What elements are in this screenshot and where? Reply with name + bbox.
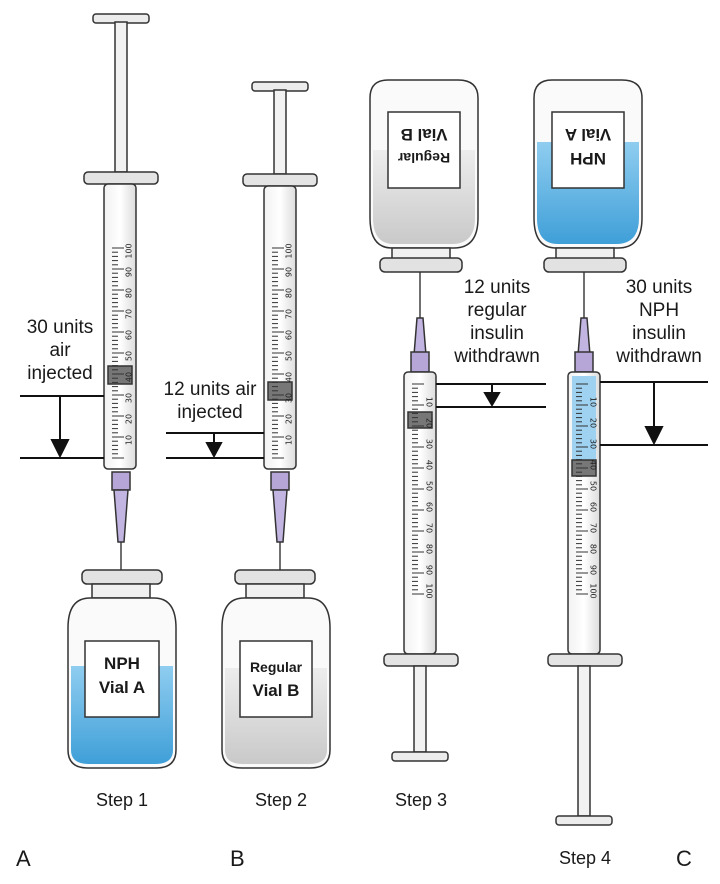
step2-syringe-scale-label-100: 100 bbox=[285, 243, 294, 258]
step2-annotation-line1: 12 units air bbox=[163, 379, 257, 400]
step2-vial-label-line2: Vial B bbox=[252, 681, 300, 700]
panel-label-c: C bbox=[676, 846, 692, 871]
step3-vial-label-line2: Vial B bbox=[400, 125, 448, 144]
step2-vial-label: Regular Vial B bbox=[240, 655, 312, 703]
step2-bracket bbox=[166, 432, 264, 459]
step2-syringe-scale-label-80: 80 bbox=[285, 288, 294, 298]
step3-syringe-scale-label-80: 80 bbox=[425, 544, 434, 554]
step1-syringe-scale: 10 20 30 40 50 60 70 80 90 100 bbox=[112, 243, 134, 459]
step2-syringe-scale-label-10: 10 bbox=[285, 435, 294, 445]
step4-syringe-scale: 10 20 30 40 50 60 70 80 90 100 bbox=[576, 383, 598, 599]
step1-annotation-line2: air bbox=[49, 340, 71, 361]
step3-syringe-scale: 10 20 30 40 50 60 70 80 90 100 bbox=[412, 383, 434, 599]
step3-bracket bbox=[436, 383, 546, 408]
step3-vial-label-line1: Regular bbox=[397, 150, 451, 166]
step4-annotation-line4: withdrawn bbox=[616, 346, 702, 367]
step4-vial-label: NPH Vial A bbox=[552, 122, 624, 170]
step3-vial bbox=[369, 79, 479, 273]
step4-annotation-line2: NPH bbox=[638, 300, 680, 321]
step3-syringe-scale-label-50: 50 bbox=[425, 481, 434, 491]
step3-annotation-line4: withdrawn bbox=[454, 346, 540, 367]
step4-bracket bbox=[600, 381, 708, 446]
step1-syringe-scale-label-80: 80 bbox=[125, 288, 134, 298]
step2-syringe-scale: 10 20 30 40 50 60 70 80 90 100 bbox=[272, 243, 294, 459]
step2-vial bbox=[221, 569, 331, 769]
step2-annotation-line2: injected bbox=[177, 402, 243, 423]
step3-annotation-line1: 12 units bbox=[463, 277, 531, 298]
step1-syringe-scale-label-70: 70 bbox=[125, 309, 134, 319]
step4-syringe-scale-label-20: 20 bbox=[589, 418, 598, 428]
step1-syringe bbox=[83, 13, 159, 610]
step4-caption: Step 4 bbox=[558, 848, 612, 868]
step4-vial-label-line1: NPH bbox=[570, 149, 606, 168]
step1-syringe-scale-label-60: 60 bbox=[125, 330, 134, 340]
step1-syringe-scale-label-100: 100 bbox=[125, 243, 134, 258]
step3-syringe-scale-label-90: 90 bbox=[425, 565, 434, 575]
step4-annotation: 30 units NPH insulin withdrawn bbox=[604, 276, 714, 368]
step4-annotation-line3: insulin bbox=[632, 323, 686, 344]
step1-vial-label: NPH Vial A bbox=[85, 652, 159, 700]
step2-vial-label-line1: Regular bbox=[249, 659, 303, 675]
step1-syringe-scale-label-10: 10 bbox=[125, 435, 134, 445]
step3-syringe-scale-label-10: 10 bbox=[425, 397, 434, 407]
step4-syringe-scale-label-40: 40 bbox=[589, 460, 598, 470]
step3-annotation-line3: insulin bbox=[470, 323, 524, 344]
step4-vial bbox=[533, 79, 643, 273]
step4-syringe-scale-label-70: 70 bbox=[589, 523, 598, 533]
step3-vial-label: Regular Vial B bbox=[388, 122, 460, 170]
step1-annotation-line1: 30 units bbox=[26, 317, 94, 338]
step1-annotation-line3: injected bbox=[27, 363, 93, 384]
step3-annotation-line2: regular bbox=[467, 300, 527, 321]
step1-caption: Step 1 bbox=[95, 790, 149, 810]
step3-syringe-scale-label-60: 60 bbox=[425, 502, 434, 512]
step1-vial-label-line2: Vial A bbox=[98, 678, 146, 697]
step2-syringe-scale-label-20: 20 bbox=[285, 414, 294, 424]
step4-syringe-scale-label-50: 50 bbox=[589, 481, 598, 491]
step4-vial-label-line2: Vial A bbox=[564, 125, 612, 144]
step4-syringe-scale-label-10: 10 bbox=[589, 397, 598, 407]
step3-syringe bbox=[383, 272, 459, 762]
panel-label-b: B bbox=[230, 846, 245, 871]
step2-syringe-scale-label-70: 70 bbox=[285, 309, 294, 319]
step1-syringe-scale-label-50: 50 bbox=[125, 351, 134, 361]
step4-syringe-scale-label-30: 30 bbox=[589, 439, 598, 449]
step2-syringe-scale-label-50: 50 bbox=[285, 351, 294, 361]
step2-caption: Step 2 bbox=[254, 790, 308, 810]
step4-annotation-line1: 30 units bbox=[625, 277, 693, 298]
step1-bracket bbox=[20, 395, 104, 459]
step2-annotation: 12 units air injected bbox=[150, 378, 270, 424]
step4-syringe-scale-label-60: 60 bbox=[589, 502, 598, 512]
step3-caption: Step 3 bbox=[394, 790, 448, 810]
step2-syringe-scale-label-40: 40 bbox=[285, 372, 294, 382]
step3-annotation: 12 units regular insulin withdrawn bbox=[442, 276, 552, 368]
step2-syringe-scale-label-90: 90 bbox=[285, 267, 294, 277]
step3-syringe-scale-label-30: 30 bbox=[425, 439, 434, 449]
step3-syringe-scale-label-100: 100 bbox=[425, 583, 434, 598]
step1-syringe-scale-label-20: 20 bbox=[125, 414, 134, 424]
step3-syringe-scale-label-70: 70 bbox=[425, 523, 434, 533]
step2-syringe-scale-label-30: 30 bbox=[285, 393, 294, 403]
step4-syringe bbox=[547, 272, 623, 826]
step1-vial-label-line1: NPH bbox=[104, 654, 140, 673]
step4-syringe-scale-label-90: 90 bbox=[589, 565, 598, 575]
step4-syringe-scale-label-80: 80 bbox=[589, 544, 598, 554]
step1-annotation: 30 units air injected bbox=[12, 316, 108, 385]
step1-syringe-scale-label-30: 30 bbox=[125, 393, 134, 403]
step4-syringe-scale-label-100: 100 bbox=[589, 583, 598, 598]
step3-syringe-scale-label-20: 20 bbox=[425, 418, 434, 428]
step2-syringe-scale-label-60: 60 bbox=[285, 330, 294, 340]
step1-vial bbox=[67, 569, 177, 769]
step1-syringe-scale-label-90: 90 bbox=[125, 267, 134, 277]
step2-syringe bbox=[242, 81, 318, 610]
step3-syringe-scale-label-40: 40 bbox=[425, 460, 434, 470]
step1-syringe-scale-label-40: 40 bbox=[125, 372, 134, 382]
panel-label-a: A bbox=[16, 846, 31, 871]
